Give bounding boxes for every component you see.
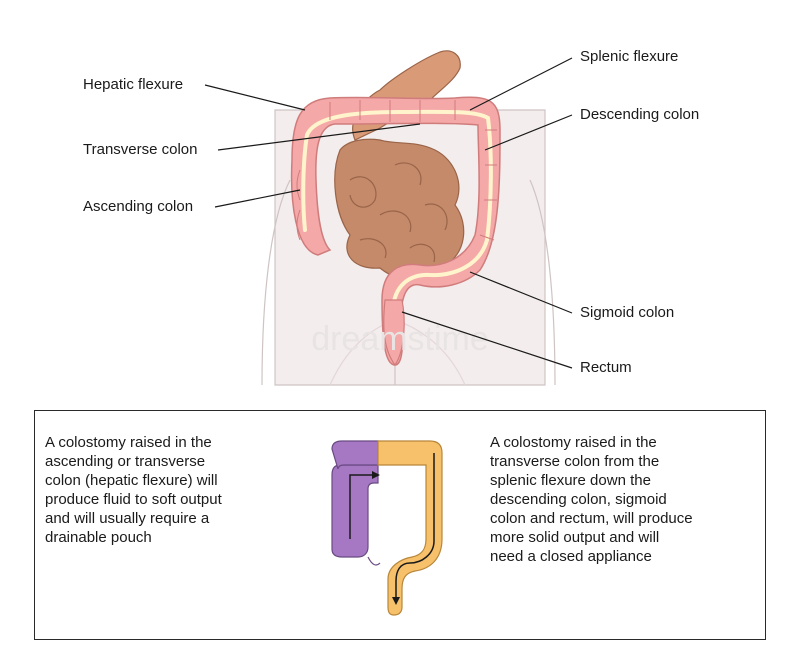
- colon-sections-diagram: [331, 440, 443, 616]
- orange-section: [377, 440, 443, 616]
- large-colon: [290, 96, 501, 367]
- label-ascending-colon: Ascending colon: [83, 198, 194, 215]
- purple-section: [331, 441, 379, 558]
- left-description: A colostomy raised in the ascending or t…: [45, 434, 222, 546]
- label-sigmoid-colon: Sigmoid colon: [580, 304, 675, 321]
- arrow-left-path: [349, 474, 372, 539]
- label-rectum: Rectum: [580, 359, 632, 376]
- right-description: A colostomy raised in the transverse col…: [490, 434, 693, 565]
- label-descending-colon: Descending colon: [580, 106, 700, 123]
- arrow-right-path: [395, 453, 435, 599]
- watermark: dreamstime: [311, 320, 489, 358]
- leader-lines: [204, 57, 573, 369]
- label-splenic-flexure: Splenic flexure: [580, 48, 679, 65]
- label-hepatic-flexure: Hepatic flexure: [83, 76, 184, 93]
- label-transverse-colon: Transverse colon: [83, 141, 198, 158]
- colostomy-info-panel: A colostomy raised in the ascending or t…: [34, 410, 766, 640]
- small-intestine: [334, 50, 465, 280]
